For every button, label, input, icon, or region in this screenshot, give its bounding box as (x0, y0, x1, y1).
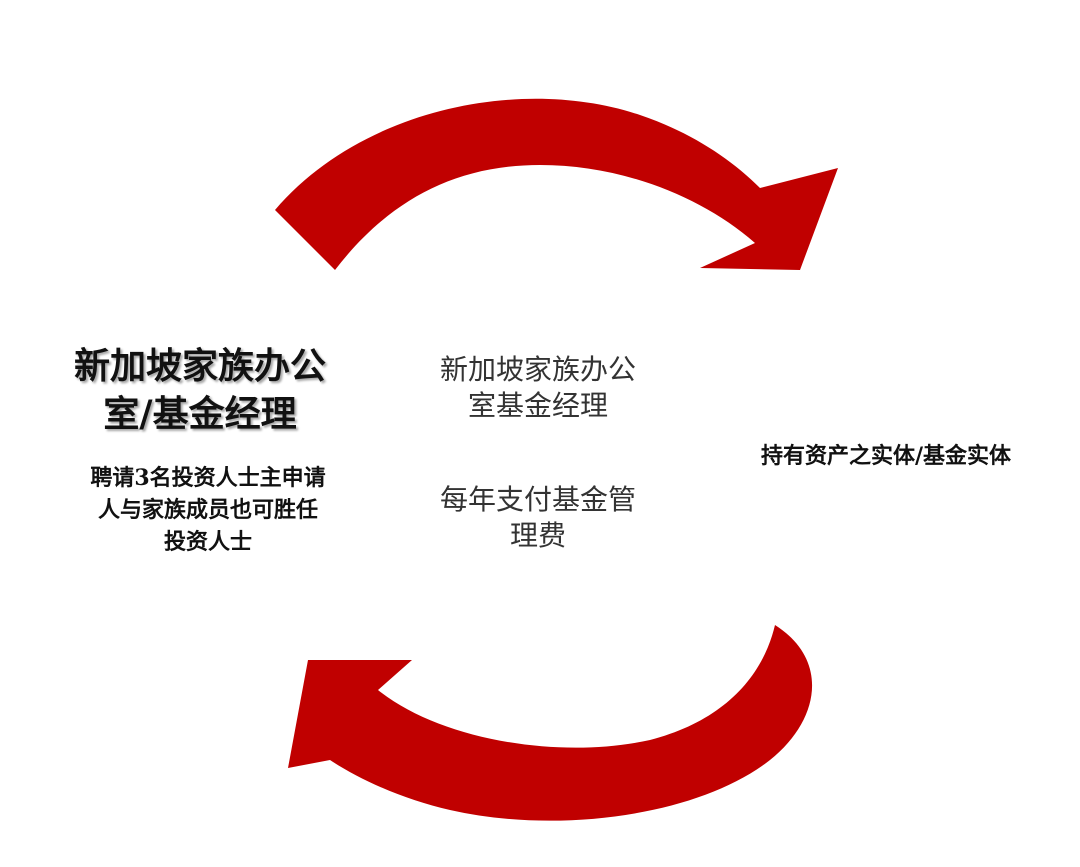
center-top-label: 新加坡家族办公 室基金经理 (418, 352, 658, 424)
center-bottom-line-2: 理费 (509, 519, 566, 552)
family-office-title-line-2: 室/基金经理 (103, 393, 297, 435)
top-cycle-arrow (275, 98, 838, 271)
investment-note-line-3: 投资人士 (163, 529, 252, 555)
center-top-line-1: 新加坡家族办公 (439, 353, 636, 386)
center-bottom-line-1: 每年支付基金管 (439, 483, 636, 516)
family-office-title: 新加坡家族办公 室/基金经理 (40, 342, 360, 438)
investment-note-line-2: 人与家族成员也可胜任 (97, 497, 318, 523)
investment-note-line-1: 聘请3名投资人士主申请 (90, 465, 326, 491)
bottom-cycle-arrow (288, 625, 813, 821)
family-office-title-line-1: 新加坡家族办公 (73, 345, 326, 387)
center-top-line-2: 室基金经理 (467, 389, 608, 422)
investment-professionals-note: 聘请3名投资人士主申请 人与家族成员也可胜任 投资人士 (48, 462, 368, 558)
center-bottom-label: 每年支付基金管 理费 (418, 482, 658, 554)
fund-entity-label: 持有资产之实体/基金实体 (760, 443, 1012, 469)
